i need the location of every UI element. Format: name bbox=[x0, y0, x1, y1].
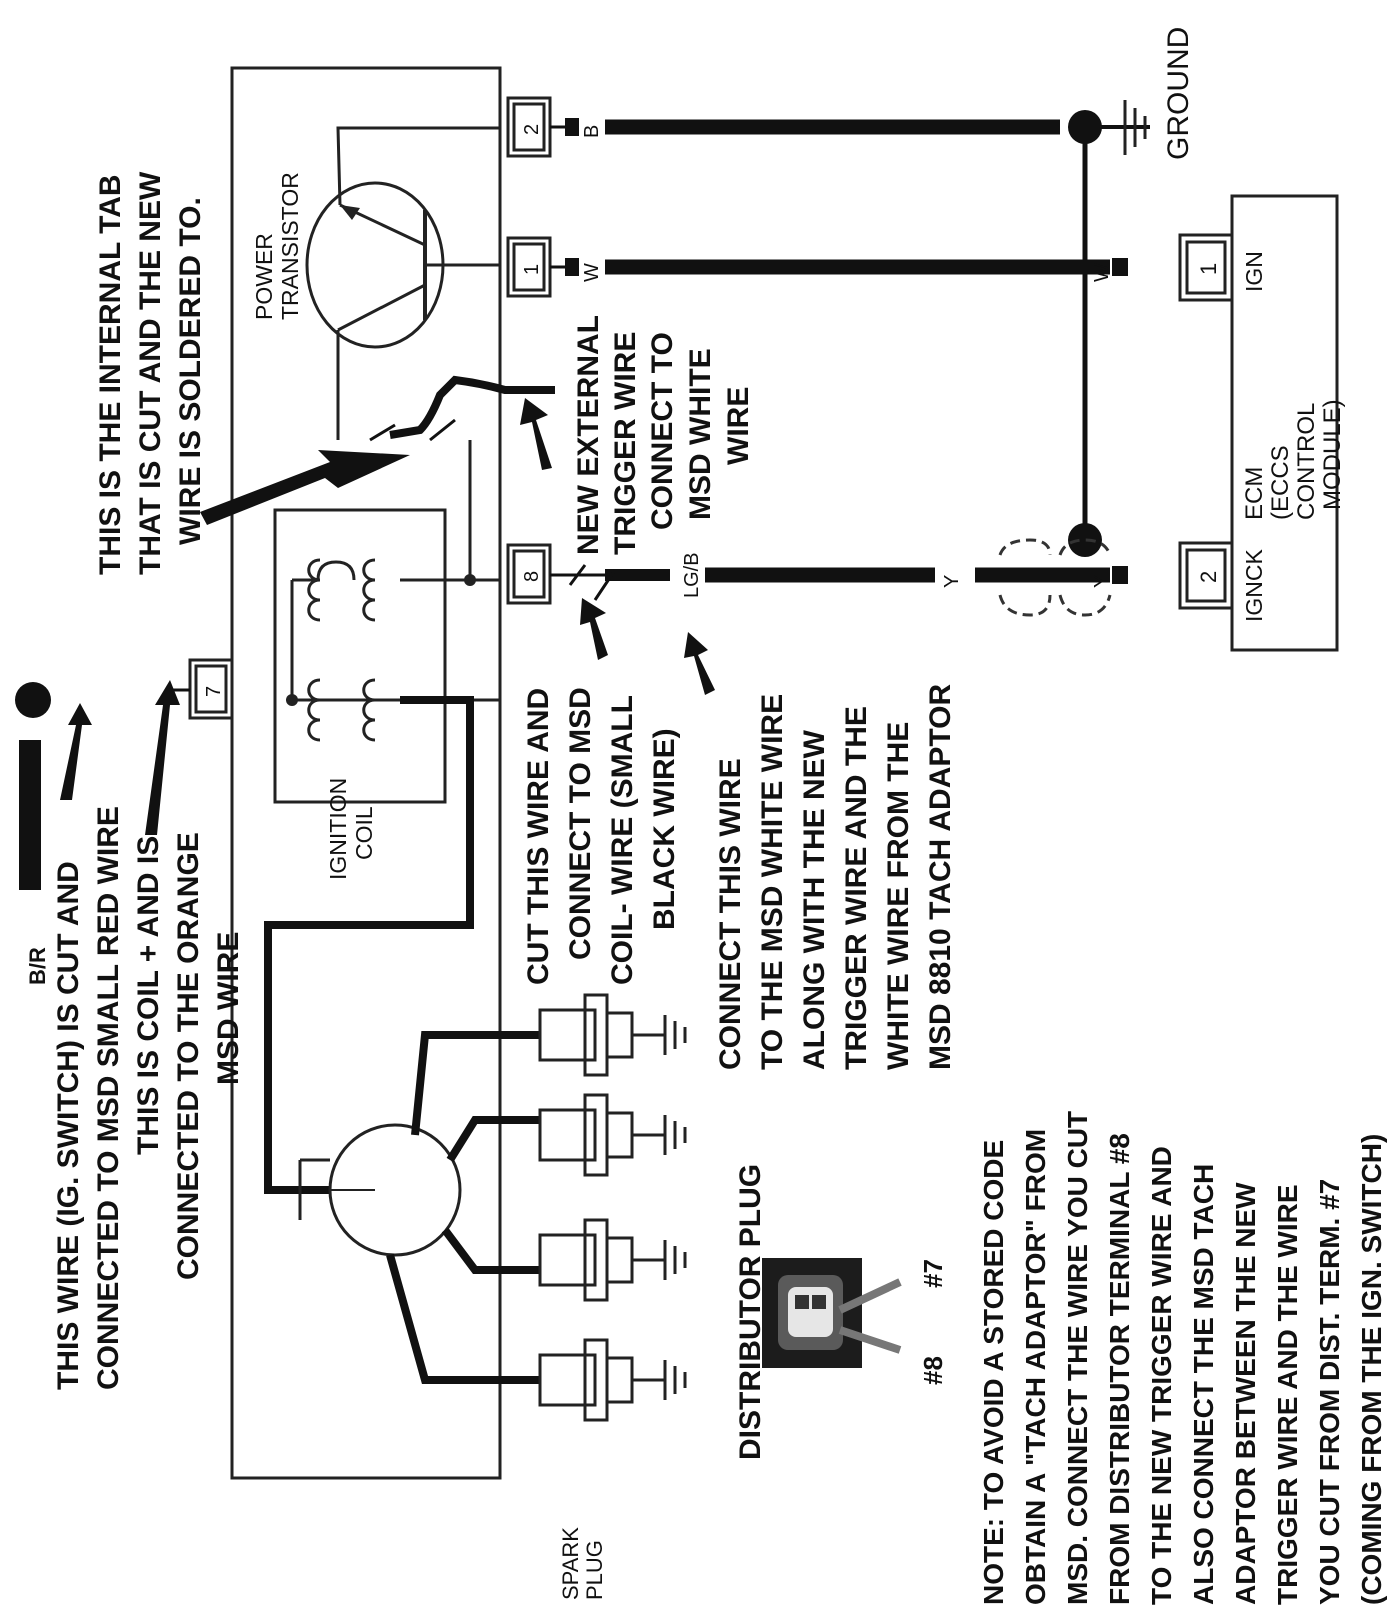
svg-text:THIS IS THE INTERNAL TAB: THIS IS THE INTERNAL TAB bbox=[94, 174, 127, 575]
svg-text:CONNECTED TO MSD SMALL RED WIR: CONNECTED TO MSD SMALL RED WIRE bbox=[92, 806, 125, 1390]
svg-text:ALSO CONNECT THE MSD TACH: ALSO CONNECT THE MSD TACH bbox=[1188, 1164, 1219, 1605]
svg-text:CONNECT THIS WIRE: CONNECT THIS WIRE bbox=[714, 758, 747, 1070]
svg-text:FROM DISTRIBUTOR TERMINAL #8: FROM DISTRIBUTOR TERMINAL #8 bbox=[1104, 1133, 1135, 1605]
ecm-terminal-2-label: 2 bbox=[1196, 571, 1221, 583]
svg-text:TRIGGER WIRE: TRIGGER WIRE bbox=[609, 332, 642, 555]
svg-text:WIRE IS SOLDERED TO.: WIRE IS SOLDERED TO. bbox=[174, 197, 207, 545]
ecm-label: ECM bbox=[1241, 467, 1268, 520]
svg-text:TRIGGER WIRE AND THE: TRIGGER WIRE AND THE bbox=[840, 706, 873, 1070]
svg-text:NOTE: TO AVOID A STORED CODE: NOTE: TO AVOID A STORED CODE bbox=[978, 1140, 1009, 1605]
ecm-connectors bbox=[1178, 233, 1234, 610]
ecm-label-3: CONTROL bbox=[1293, 403, 1320, 520]
terminal-1-label: 1 bbox=[521, 264, 543, 275]
spark-plug-label: SPARK bbox=[558, 1527, 583, 1600]
svg-text:WHITE WIRE FROM THE: WHITE WIRE FROM THE bbox=[882, 722, 915, 1070]
external-wires bbox=[19, 119, 1150, 890]
terminal-7-label: 7 bbox=[203, 686, 225, 697]
spark-plug-leads bbox=[386, 1031, 540, 1384]
spark-plug-label-2: PLUG bbox=[582, 1540, 607, 1600]
svg-text:TRIGGER WIRE AND THE WIRE: TRIGGER WIRE AND THE WIRE bbox=[1272, 1184, 1303, 1605]
power-transistor-label: POWER bbox=[251, 233, 277, 320]
distributor-box bbox=[230, 66, 502, 1480]
power-transistor bbox=[305, 126, 500, 440]
svg-text:WIRE: WIRE bbox=[722, 387, 755, 465]
svg-text:BLACK WIRE): BLACK WIRE) bbox=[648, 728, 681, 930]
ignck-label: IGNCK bbox=[1241, 549, 1267, 623]
terminal-8-label: 8 bbox=[521, 571, 543, 582]
annotation-arrows bbox=[60, 398, 715, 835]
ignition-coil-label-2: COIL bbox=[351, 806, 377, 860]
svg-text:ALONG WITH THE NEW: ALONG WITH THE NEW bbox=[798, 729, 831, 1070]
wire-color-w-ecm: W bbox=[1091, 263, 1113, 282]
ign-label: IGN bbox=[1241, 251, 1267, 292]
svg-text:TO THE NEW TRIGGER WIRE AND: TO THE NEW TRIGGER WIRE AND bbox=[1146, 1146, 1177, 1605]
new-trigger-wire bbox=[389, 375, 555, 439]
annotation-new-trigger: NEW EXTERNAL TRIGGER WIRE CONNECT TO MSD… bbox=[572, 315, 755, 555]
svg-text:(COMING FROM THE IGN. SWITCH): (COMING FROM THE IGN. SWITCH) bbox=[1356, 1134, 1387, 1605]
wire-color-y: Y bbox=[941, 575, 963, 588]
svg-text:YOU CUT FROM DIST. TERM. #7: YOU CUT FROM DIST. TERM. #7 bbox=[1314, 1179, 1345, 1605]
ground-junction bbox=[1068, 110, 1102, 144]
wire-color-b: B bbox=[581, 125, 603, 138]
coil-to-rotor-wire bbox=[264, 696, 474, 1194]
annotation-connect-wire: CONNECT THIS WIRE TO THE MSD WHITE WIRE … bbox=[714, 683, 957, 1070]
ecm-terminal-1-label: 1 bbox=[1196, 263, 1221, 275]
ground-symbol bbox=[1123, 100, 1147, 155]
svg-text:THIS IS COIL + AND IS: THIS IS COIL + AND IS bbox=[132, 836, 165, 1155]
distributor-plug-photo bbox=[762, 1258, 902, 1368]
svg-text:CONNECTED TO THE ORANGE: CONNECTED TO THE ORANGE bbox=[172, 832, 205, 1280]
terminal-connectors bbox=[188, 96, 552, 720]
annotation-note: NOTE: TO AVOID A STORED CODE OBTAIN A "T… bbox=[978, 1111, 1387, 1605]
photo-label-8: #8 bbox=[918, 1356, 948, 1385]
svg-text:ADAPTOR BETWEEN THE NEW: ADAPTOR BETWEEN THE NEW bbox=[1230, 1182, 1261, 1605]
svg-text:MSD WIRE: MSD WIRE bbox=[212, 932, 245, 1085]
tach-adaptor-connector bbox=[998, 538, 1112, 617]
wire-color-lgb: LG/B bbox=[681, 552, 703, 598]
distributor-plug-label: DISTRIBUTOR PLUG bbox=[734, 1164, 767, 1460]
svg-text:TO THE MSD WHITE WIRE: TO THE MSD WHITE WIRE bbox=[756, 694, 789, 1070]
tach-junction bbox=[1068, 523, 1102, 557]
svg-text:CONNECT TO MSD: CONNECT TO MSD bbox=[564, 687, 597, 960]
ground-label: GROUND bbox=[1162, 27, 1195, 160]
svg-text:THIS WIRE (IG. SWITCH) IS CUT: THIS WIRE (IG. SWITCH) IS CUT AND bbox=[52, 861, 85, 1390]
svg-text:THAT IS CUT AND THE NEW: THAT IS CUT AND THE NEW bbox=[134, 171, 167, 575]
svg-text:MSD WHITE: MSD WHITE bbox=[684, 348, 717, 520]
annotation-internal-tab: THIS IS THE INTERNAL TAB THAT IS CUT AND… bbox=[94, 171, 207, 575]
svg-text:MSD. CONNECT THE WIRE YOU CUT: MSD. CONNECT THE WIRE YOU CUT bbox=[1062, 1111, 1093, 1605]
power-transistor-label-2: TRANSISTOR bbox=[277, 172, 303, 320]
annotation-switch-wire: THIS WIRE (IG. SWITCH) IS CUT AND CONNEC… bbox=[52, 806, 245, 1390]
spark-plugs bbox=[538, 993, 687, 1422]
annotation-cut-wire: CUT THIS WIRE AND CONNECT TO MSD COIL- W… bbox=[522, 687, 681, 985]
ecm-box bbox=[1230, 194, 1339, 652]
svg-text:MSD 8810 TACH ADAPTOR: MSD 8810 TACH ADAPTOR bbox=[924, 683, 957, 1070]
svg-text:NEW EXTERNAL: NEW EXTERNAL bbox=[572, 315, 605, 555]
ecm-label-4: MODULE) bbox=[1319, 399, 1346, 510]
ignition-coil-label: IGNITION bbox=[325, 778, 351, 880]
wire-color-y-ecm: Y bbox=[1091, 575, 1113, 588]
wire-color-br: B/R bbox=[25, 947, 50, 985]
wire-color-w: W bbox=[581, 263, 603, 282]
photo-label-7: #7 bbox=[918, 1259, 948, 1288]
svg-text:CUT THIS WIRE AND: CUT THIS WIRE AND bbox=[522, 688, 555, 985]
svg-text:COIL- WIRE (SMALL: COIL- WIRE (SMALL bbox=[606, 695, 639, 985]
svg-text:CONNECT TO: CONNECT TO bbox=[646, 332, 679, 530]
terminal-2-label: 2 bbox=[521, 124, 543, 135]
svg-text:OBTAIN A "TACH ADAPTOR" FROM: OBTAIN A "TACH ADAPTOR" FROM bbox=[1020, 1129, 1051, 1605]
ecm-label-2: (ECCS bbox=[1267, 445, 1294, 520]
switch-wire-end bbox=[15, 682, 51, 718]
